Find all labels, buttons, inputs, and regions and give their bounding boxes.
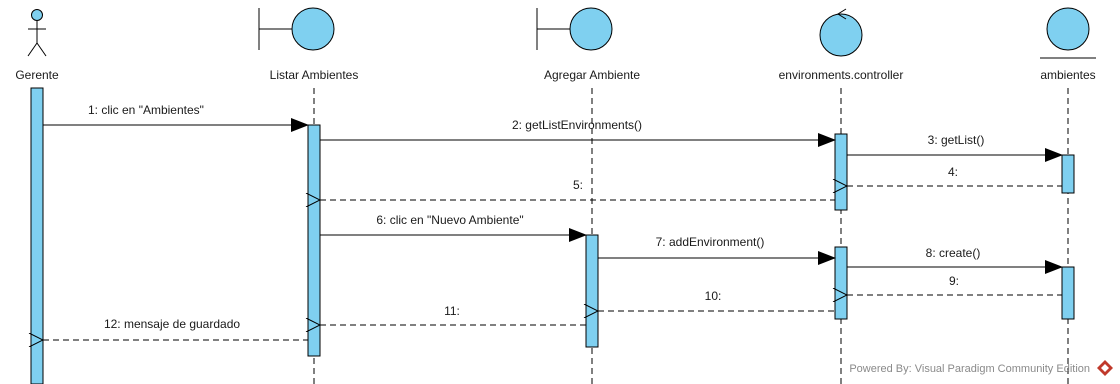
message-label: 7: addEnvironment() bbox=[656, 235, 765, 249]
actor-icon bbox=[27, 9, 47, 57]
activation-bar-controller-1 bbox=[834, 133, 848, 211]
activation-bar-ambientes-1 bbox=[1061, 154, 1075, 194]
participant-label-controller: environments.controller bbox=[779, 68, 904, 82]
message-label: 5: bbox=[573, 178, 583, 192]
message-label: 6: clic en "Nuevo Ambiente" bbox=[376, 213, 523, 227]
powered-by-footer: Powered By: Visual Paradigm Community Ed… bbox=[849, 363, 1090, 375]
message-label: 1: clic en "Ambientes" bbox=[88, 103, 204, 117]
control-icon bbox=[819, 8, 863, 57]
message-label: 4: bbox=[948, 165, 958, 179]
activation-bar-agregar bbox=[585, 234, 599, 348]
activation-bar-controller-2 bbox=[834, 246, 848, 320]
boundary-icon bbox=[258, 7, 335, 51]
boundary-icon bbox=[536, 7, 613, 51]
visual-paradigm-logo-icon bbox=[1097, 360, 1113, 376]
message-label: 8: create() bbox=[926, 246, 981, 260]
activation-bar-ambientes-2 bbox=[1061, 266, 1075, 320]
participant-label-listar: Listar Ambientes bbox=[270, 68, 359, 82]
participant-label-agregar: Agregar Ambiente bbox=[544, 68, 640, 82]
message-label: 11: bbox=[444, 304, 460, 318]
activation-bar-listar bbox=[307, 124, 321, 357]
participant-label-ambientes: ambientes bbox=[1040, 68, 1095, 82]
message-label: 2: getListEnvironments() bbox=[512, 118, 642, 132]
message-label: 3: getList() bbox=[928, 133, 985, 147]
participant-label-gerente: Gerente bbox=[15, 68, 59, 82]
message-label: 12: mensaje de guardado bbox=[104, 317, 240, 331]
message-label: 10: bbox=[705, 289, 722, 303]
message-label: 9: bbox=[949, 274, 959, 288]
entity-icon bbox=[1040, 7, 1096, 59]
activation-bar-gerente bbox=[30, 87, 44, 384]
